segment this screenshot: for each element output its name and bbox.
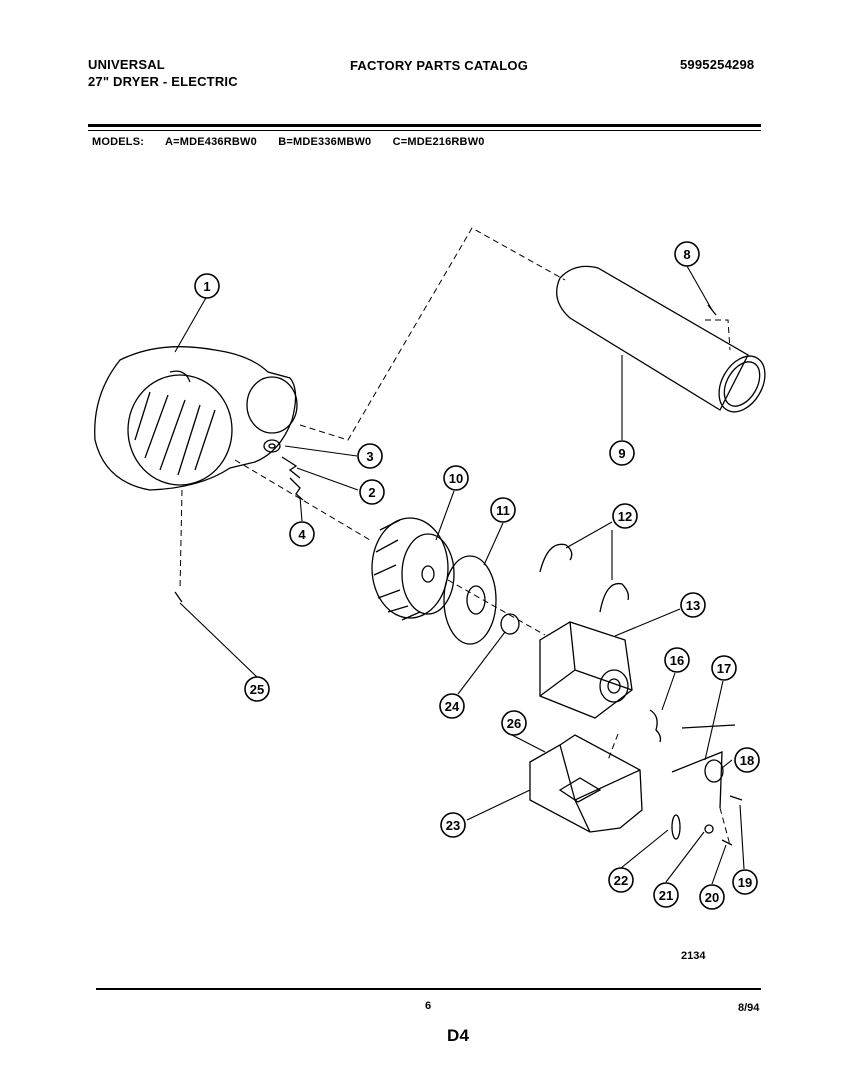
model-c: C=MDE216RBW0: [392, 136, 485, 148]
svg-text:22: 22: [614, 873, 628, 888]
callout-24: 24: [439, 693, 465, 719]
leader-lines: [174, 265, 745, 885]
callout-18: 18: [734, 747, 760, 773]
svg-text:20: 20: [705, 890, 719, 905]
nut-21: [704, 824, 714, 834]
svg-text:8: 8: [683, 247, 690, 262]
part-callouts: 1 2 3 4 8 9 10 11 12 13 16 17 18 19 20 2…: [194, 241, 760, 910]
idler-pulley: [443, 555, 497, 645]
housing-screw: [174, 591, 183, 603]
callout-4: 4: [289, 521, 315, 547]
model-a: A=MDE436RBW0: [164, 136, 257, 148]
footer-date: 8/94: [738, 1002, 760, 1014]
callout-1: 1: [194, 273, 220, 299]
callout-25: 25: [244, 676, 270, 702]
callout-17: 17: [711, 655, 737, 681]
bracket: [289, 477, 304, 501]
blower-wheel: [371, 517, 455, 621]
header-rule-thin: [88, 130, 761, 131]
clip: [281, 456, 301, 479]
washer-22: [671, 814, 681, 840]
svg-text:12: 12: [618, 509, 632, 524]
catalog-number: 5995254298: [680, 57, 755, 72]
motor-clamp-lower: [599, 582, 630, 613]
callout-22: 22: [608, 867, 634, 893]
header-rule-thick: [88, 124, 761, 127]
idler-arm: [671, 724, 736, 809]
callout-19: 19: [732, 869, 758, 895]
svg-text:1: 1: [203, 279, 210, 294]
svg-text:9: 9: [618, 446, 625, 461]
svg-text:11: 11: [496, 503, 510, 518]
svg-text:25: 25: [250, 682, 264, 697]
assembly-lines: [179, 227, 731, 846]
svg-text:2: 2: [368, 485, 375, 500]
callout-23: 23: [440, 812, 466, 838]
svg-text:24: 24: [445, 699, 460, 714]
callout-26: 26: [501, 710, 527, 736]
callout-13: 13: [680, 592, 706, 618]
callout-8: 8: [674, 241, 700, 267]
blower-housing: [94, 346, 298, 491]
svg-text:21: 21: [659, 888, 673, 903]
svg-text:10: 10: [449, 471, 463, 486]
callout-10: 10: [443, 465, 469, 491]
section-code: D4: [447, 1026, 470, 1045]
brand-label: UNIVERSAL: [88, 57, 165, 72]
svg-text:23: 23: [446, 818, 460, 833]
svg-text:16: 16: [670, 653, 684, 668]
washer-20: [721, 839, 733, 846]
figure-code: 2134: [681, 950, 706, 962]
motor-clamp-upper: [539, 543, 573, 573]
page-number: 6: [425, 1000, 432, 1012]
svg-text:13: 13: [686, 598, 700, 613]
models-label: MODELS:: [92, 136, 145, 148]
svg-text:4: 4: [298, 527, 306, 542]
callout-21: 21: [653, 882, 679, 908]
models-row: MODELS: A=MDE436RBW0 B=MDE336MBW0 C=MDE2…: [92, 136, 503, 148]
svg-text:17: 17: [717, 661, 731, 676]
coupling: [500, 613, 520, 635]
exhaust-duct: [556, 265, 766, 413]
callout-16: 16: [664, 647, 690, 673]
svg-text:26: 26: [507, 716, 521, 731]
bearing: [263, 439, 281, 453]
svg-text:18: 18: [740, 753, 754, 768]
callout-11: 11: [490, 497, 516, 523]
motor-mount: [529, 734, 643, 833]
svg-text:19: 19: [738, 875, 752, 890]
drive-motor: [539, 621, 633, 719]
spring-clip: [649, 709, 662, 743]
callout-9: 9: [609, 440, 635, 466]
footer-rule: [96, 988, 761, 990]
svg-text:3: 3: [366, 449, 373, 464]
callout-12: 12: [612, 503, 638, 529]
catalog-title: FACTORY PARTS CATALOG: [350, 58, 529, 73]
spring-pin: [729, 795, 743, 801]
callout-3: 3: [357, 443, 383, 469]
callout-20: 20: [699, 884, 725, 910]
product-label: 27" DRYER - ELECTRIC: [88, 74, 238, 89]
model-b: B=MDE336MBW0: [278, 136, 372, 148]
callout-2: 2: [359, 479, 385, 505]
